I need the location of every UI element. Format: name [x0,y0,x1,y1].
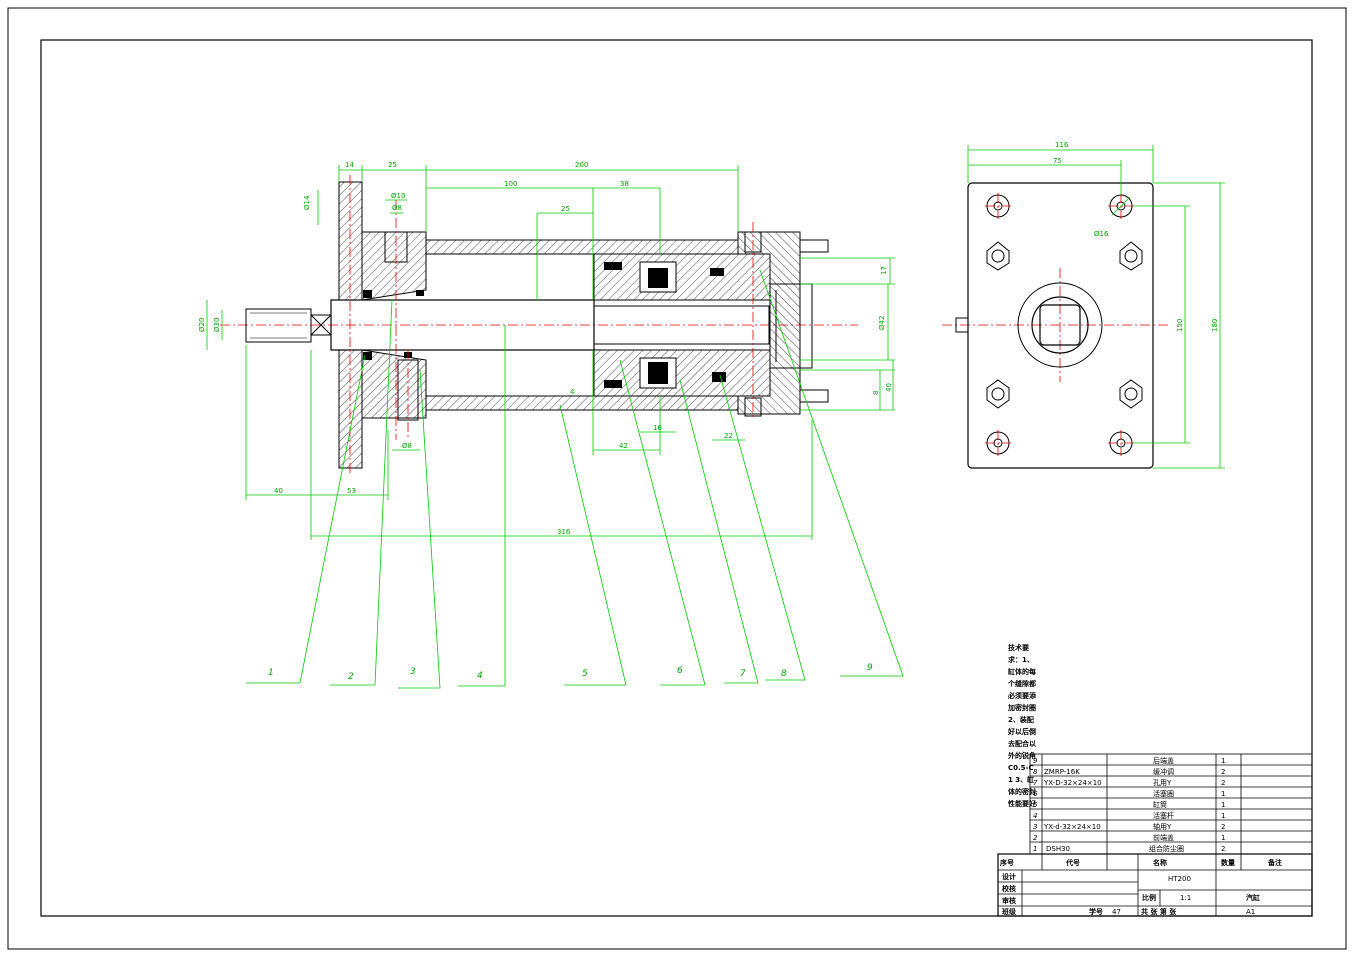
dim-phi10: Ø10 [391,192,405,200]
dim-25: 25 [388,161,397,169]
balloon-3: 3 [410,667,416,677]
dim-phi30: Ø30 [213,318,221,332]
bom-header-code: 代号 [1065,858,1080,867]
bom-name-3: 轴用Y [1153,822,1172,831]
sheet-count: 共 张 第 张 [1141,907,1177,916]
dim-phi8b: Ø8 [402,442,412,450]
balloon-9: 9 [867,663,873,673]
bom-qty-1: 2 [1221,845,1225,853]
dim-200: 200 [575,161,588,169]
title-info: 设计 校核 审核 班级 学号 47 HT200 比例 1:1 汽缸 共 张 第 … [1002,872,1260,916]
bom-no-8: 8 [1033,768,1038,776]
student-no-value: 47 [1112,908,1121,916]
bom-name-7: 孔用Y [1153,779,1172,787]
bom-no-1: 1 [1033,845,1037,853]
bom-qty-7: 2 [1221,779,1225,787]
bom-name-9: 后端盖 [1153,756,1174,765]
dim-phi20: Ø20 [198,318,206,332]
part-name: 汽缸 [1246,893,1260,902]
bom-qty-9: 1 [1221,757,1225,765]
dim-phi14: Ø14 [303,195,311,210]
technical-requirements: 技术要求：1、缸体的每个缝隙都必须要添加密封圈 2、装配好以后倒去配合以外的锐角… [1008,644,1036,808]
scale-value: 1:1 [1180,894,1191,902]
bom-code-7: YX-D-32×24×10 [1043,779,1102,787]
dim-40b: 40 [274,487,283,495]
balloon-1: 1 [268,668,274,678]
label-scale: 比例 [1142,893,1156,902]
label-class: 班级 [1002,907,1017,916]
dim-4: 4 [570,388,575,396]
bom-name-1: 组合防尘圈 [1149,844,1184,853]
outer-border [7,7,1347,950]
dim-53: 53 [347,487,356,495]
bom-no-4: 4 [1033,812,1037,820]
dim-40: 40 [885,383,893,392]
bom-qty-2: 1 [1221,834,1225,842]
label-review: 审核 [1002,896,1016,905]
dim-116: 116 [1055,141,1069,149]
dim-17: 17 [880,266,888,275]
dim-phi16: Ø16 [1094,230,1109,238]
dim-42: 42 [619,442,628,450]
balloon-5: 5 [582,669,588,679]
bom-code-1: DSH30 [1046,845,1070,853]
material: HT200 [1168,875,1191,883]
bom-code-8: ZMRP-16K [1044,768,1080,776]
bom-no-2: 2 [1033,834,1038,842]
bom-qty-4: 1 [1221,812,1225,820]
dim-150: 150 [1176,319,1184,332]
bom-header-no: 序号 [999,858,1014,867]
dim-180: 180 [1211,319,1219,332]
dim-16: 16 [653,424,662,432]
side-view: 116 75 150 180 Ø16 [942,141,1225,469]
section-view: 14 25 200 100 38 25 Ø14 Ø10 Ø8 Ø20 Ø30 Ø… [198,161,904,689]
dim-22: 22 [724,432,733,440]
bom-header-name: 名称 [1153,858,1167,867]
balloon-2: 2 [348,672,354,682]
dim-14: 14 [345,161,354,169]
bom-name-6: 活塞圈 [1153,789,1174,798]
title-block [997,753,1313,917]
bom-header-note: 备注 [1267,858,1282,867]
bom-no-9: 9 [1033,757,1038,765]
label-design: 设计 [1002,872,1016,881]
bom-qty-6: 1 [1221,790,1225,798]
balloon-7: 7 [740,669,746,679]
bom-qty-8: 2 [1221,768,1225,776]
bom-no-3: 3 [1033,823,1037,831]
dim-phi8: Ø8 [392,204,402,212]
bom-header-qty: 数量 [1221,858,1235,867]
bom-name-5: 缸筒 [1153,800,1167,809]
balloon-8: 8 [781,669,787,679]
bom-qty-3: 2 [1221,823,1225,831]
bom-qty-5: 1 [1221,801,1225,809]
bom-no-6: 6 [1033,790,1038,798]
balloon-4: 4 [477,671,483,681]
bom-code-3: YX-d-32×24×10 [1043,823,1101,831]
dim-phi42: Ø42 [878,316,886,330]
dim-100: 100 [504,180,517,188]
label-student-no: 学号 [1089,907,1103,916]
dim-38: 38 [620,180,629,188]
bom-no-7: 7 [1033,779,1038,787]
inner-border [40,39,1313,917]
bom-table: 9 后端盖 1 8 ZMRP-16K 缓冲调 2 7 YX-D-32×24×10… [999,756,1282,867]
bom-name-2: 前端盖 [1153,833,1174,842]
dim-316: 316 [557,528,571,536]
bom-no-5: 5 [1033,801,1038,809]
dim-25b: 25 [561,205,570,213]
label-check: 校核 [1002,884,1016,893]
dim-75: 75 [1053,157,1062,165]
bom-name-8: 缓冲调 [1153,767,1174,776]
dim-8: 8 [872,391,880,395]
sheet-size: A1 [1246,908,1255,916]
balloon-6: 6 [677,666,683,676]
bom-name-4: 活塞杆 [1153,811,1174,820]
